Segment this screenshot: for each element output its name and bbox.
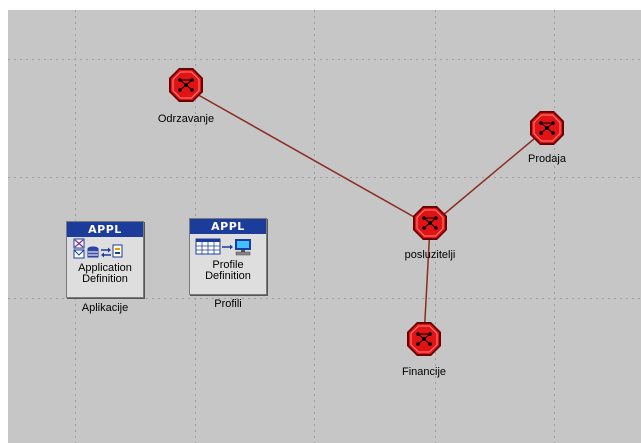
application-definition-object[interactable]: APPL Application Definition [66, 221, 144, 298]
config-object-label: Aplikacije [81, 302, 129, 314]
node-label: Prodaja [528, 153, 566, 165]
profile-definition-object[interactable]: APPL Profile Definition [189, 218, 267, 295]
link-posluzitelji-financije[interactable] [423, 225, 431, 339]
appl-line2: Definition [82, 273, 128, 285]
link-prodaja-posluzitelji[interactable] [429, 127, 548, 227]
node-prodaja[interactable] [529, 110, 565, 146]
router-icon [413, 206, 447, 240]
appl-header: APPL [190, 219, 266, 234]
node-label: Odrzavanje [157, 113, 215, 125]
profile-definition-icon [190, 234, 266, 260]
link-odrzavanje-posluzitelji[interactable] [185, 87, 431, 227]
node-posluzitelji[interactable] [412, 205, 448, 241]
config-object-label: Profili [214, 298, 242, 310]
node-label: Financije [401, 366, 447, 378]
node-label: posluzitelji [404, 249, 456, 261]
appl-header: APPL [67, 222, 143, 237]
node-odrzavanje[interactable] [168, 67, 204, 103]
application-definition-icon [67, 237, 143, 263]
router-icon [530, 111, 564, 145]
appl-line2: Definition [205, 270, 251, 282]
appl-line1: Application [78, 262, 132, 274]
project-workspace[interactable] [8, 10, 641, 443]
appl-line1: Profile [212, 259, 244, 271]
node-financije[interactable] [406, 321, 442, 357]
router-icon [407, 322, 441, 356]
router-icon [169, 68, 203, 102]
